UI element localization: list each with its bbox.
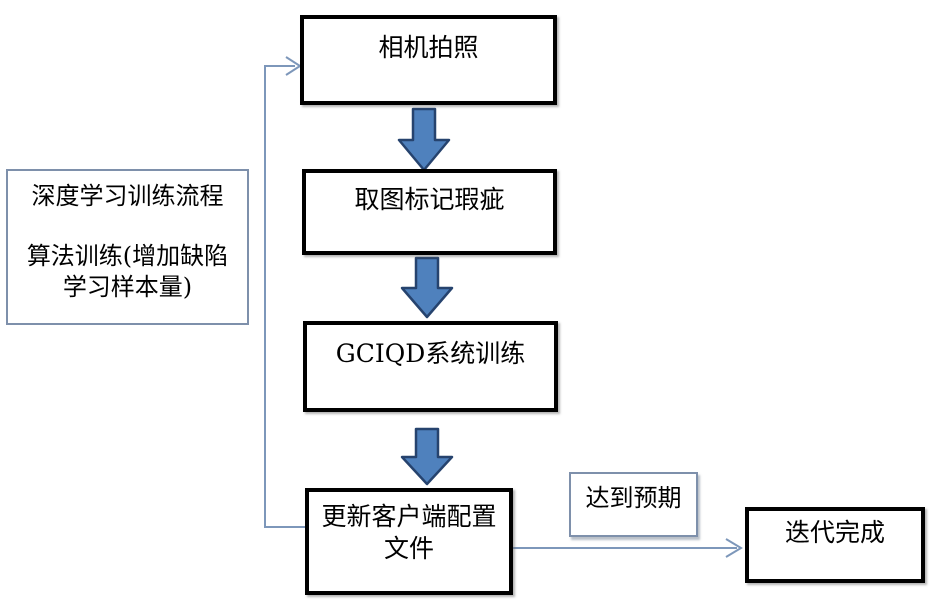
end-iteration-complete-box: 迭代完成 [745, 507, 925, 583]
step-label-defects-label: 取图标记瑕疵 [354, 185, 505, 214]
step-update-config-label-line2: 文件 [383, 534, 434, 563]
step-update-config-label-line1: 更新客户端配置 [321, 502, 497, 531]
feedback-connector-line [264, 65, 305, 528]
end-iteration-complete-label: 迭代完成 [784, 518, 885, 547]
condition-label-box: 达到预期 [569, 472, 698, 537]
step-camera-label: 相机拍照 [378, 33, 479, 62]
block-down-arrow-icon-2 [400, 256, 454, 319]
side-note-line3: 学习样本量) [62, 273, 193, 301]
to-end-arrowhead-icon [725, 538, 743, 558]
block-down-arrow-icon-3 [400, 427, 454, 486]
step-camera-box: 相机拍照 [300, 15, 557, 105]
step-update-config-box: 更新客户端配置 文件 [305, 488, 513, 595]
side-note-line1: 深度学习训练流程 [31, 182, 224, 210]
side-note-box: 深度学习训练流程 算法训练(增加缺陷 学习样本量) [6, 169, 249, 325]
side-note-line2: 算法训练(增加缺陷 [26, 242, 229, 270]
block-down-arrow-icon-1 [397, 107, 451, 172]
step-label-defects-box: 取图标记瑕疵 [302, 169, 557, 255]
side-note-gap [8, 212, 247, 241]
condition-label-text: 达到预期 [585, 484, 682, 512]
step-gciqd-training-label: GCIQD系统训练 [335, 339, 526, 368]
step-gciqd-training-box: GCIQD系统训练 [303, 321, 558, 412]
